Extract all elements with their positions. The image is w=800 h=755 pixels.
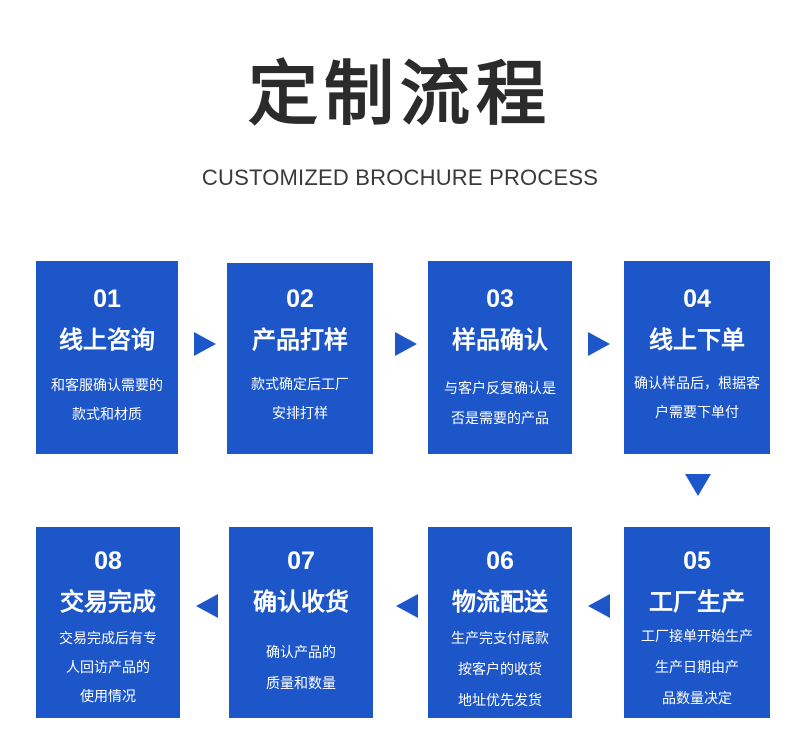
- arrow-left-icon: [196, 594, 218, 618]
- step-card-03: 03 样品确认 与客户反复确认是 否是需要的产品: [428, 261, 572, 454]
- step-card-04: 04 线上下单 确认样品后，根据客 户需要下单付: [624, 261, 770, 454]
- step-desc-line: 生产完支付尾款: [451, 631, 549, 647]
- step-number: 07: [287, 547, 315, 575]
- step-title: 工厂生产: [649, 588, 745, 616]
- step-desc-line: 质量和数量: [266, 676, 336, 692]
- arrow-right-icon: [395, 332, 417, 356]
- step-desc-line: 和客服确认需要的: [51, 378, 163, 394]
- step-title: 交易完成: [60, 588, 156, 616]
- step-number: 01: [93, 285, 121, 313]
- step-desc-line: 生产日期由产: [655, 660, 739, 676]
- step-desc-line: 安排打样: [272, 406, 328, 422]
- arrow-right-icon: [194, 332, 216, 356]
- step-title: 线上咨询: [59, 326, 155, 354]
- step-number: 08: [94, 547, 122, 575]
- step-desc-line: 款式确定后工厂: [251, 377, 349, 393]
- step-number: 05: [683, 547, 711, 575]
- arrow-left-icon: [396, 594, 418, 618]
- step-title: 确认收货: [253, 588, 349, 616]
- step-desc-line: 使用情况: [80, 689, 136, 705]
- step-desc-line: 交易完成后有专: [59, 631, 157, 647]
- step-desc-line: 与客户反复确认是: [444, 381, 556, 397]
- step-number: 04: [683, 285, 711, 313]
- step-title: 线上下单: [649, 326, 745, 354]
- step-desc-line: 确认样品后，根据客: [634, 376, 760, 392]
- arrow-down-icon: [685, 474, 711, 496]
- step-desc-line: 否是需要的产品: [451, 411, 549, 427]
- step-desc-line: 户需要下单付: [655, 405, 739, 421]
- step-card-07: 07 确认收货 确认产品的 质量和数量: [229, 527, 373, 718]
- step-number: 02: [286, 285, 314, 313]
- step-card-02: 02 产品打样 款式确定后工厂 安排打样: [227, 263, 373, 454]
- step-card-05: 05 工厂生产 工厂接单开始生产 生产日期由产 品数量决定: [624, 527, 770, 718]
- step-desc-line: 款式和材质: [72, 407, 142, 423]
- step-desc-line: 地址优先发货: [458, 693, 542, 709]
- arrow-left-icon: [588, 594, 610, 618]
- step-desc-line: 品数量决定: [662, 691, 732, 707]
- step-card-01: 01 线上咨询 和客服确认需要的 款式和材质: [36, 261, 178, 454]
- step-number: 03: [486, 285, 514, 313]
- page-title: 定制流程: [248, 53, 552, 135]
- step-desc-line: 确认产品的: [266, 645, 336, 661]
- step-desc-line: 工厂接单开始生产: [641, 629, 753, 645]
- arrow-right-icon: [588, 332, 610, 356]
- step-title: 样品确认: [452, 326, 548, 354]
- page-subtitle: CUSTOMIZED BROCHURE PROCESS: [201, 165, 599, 190]
- step-title: 物流配送: [452, 588, 548, 616]
- step-number: 06: [486, 547, 514, 575]
- step-desc-line: 按客户的收货: [458, 662, 542, 678]
- step-desc-line: 人回访产品的: [66, 660, 150, 676]
- step-card-08: 08 交易完成 交易完成后有专 人回访产品的 使用情况: [36, 527, 180, 718]
- step-title: 产品打样: [252, 326, 348, 354]
- step-card-06: 06 物流配送 生产完支付尾款 按客户的收货 地址优先发货: [428, 527, 572, 718]
